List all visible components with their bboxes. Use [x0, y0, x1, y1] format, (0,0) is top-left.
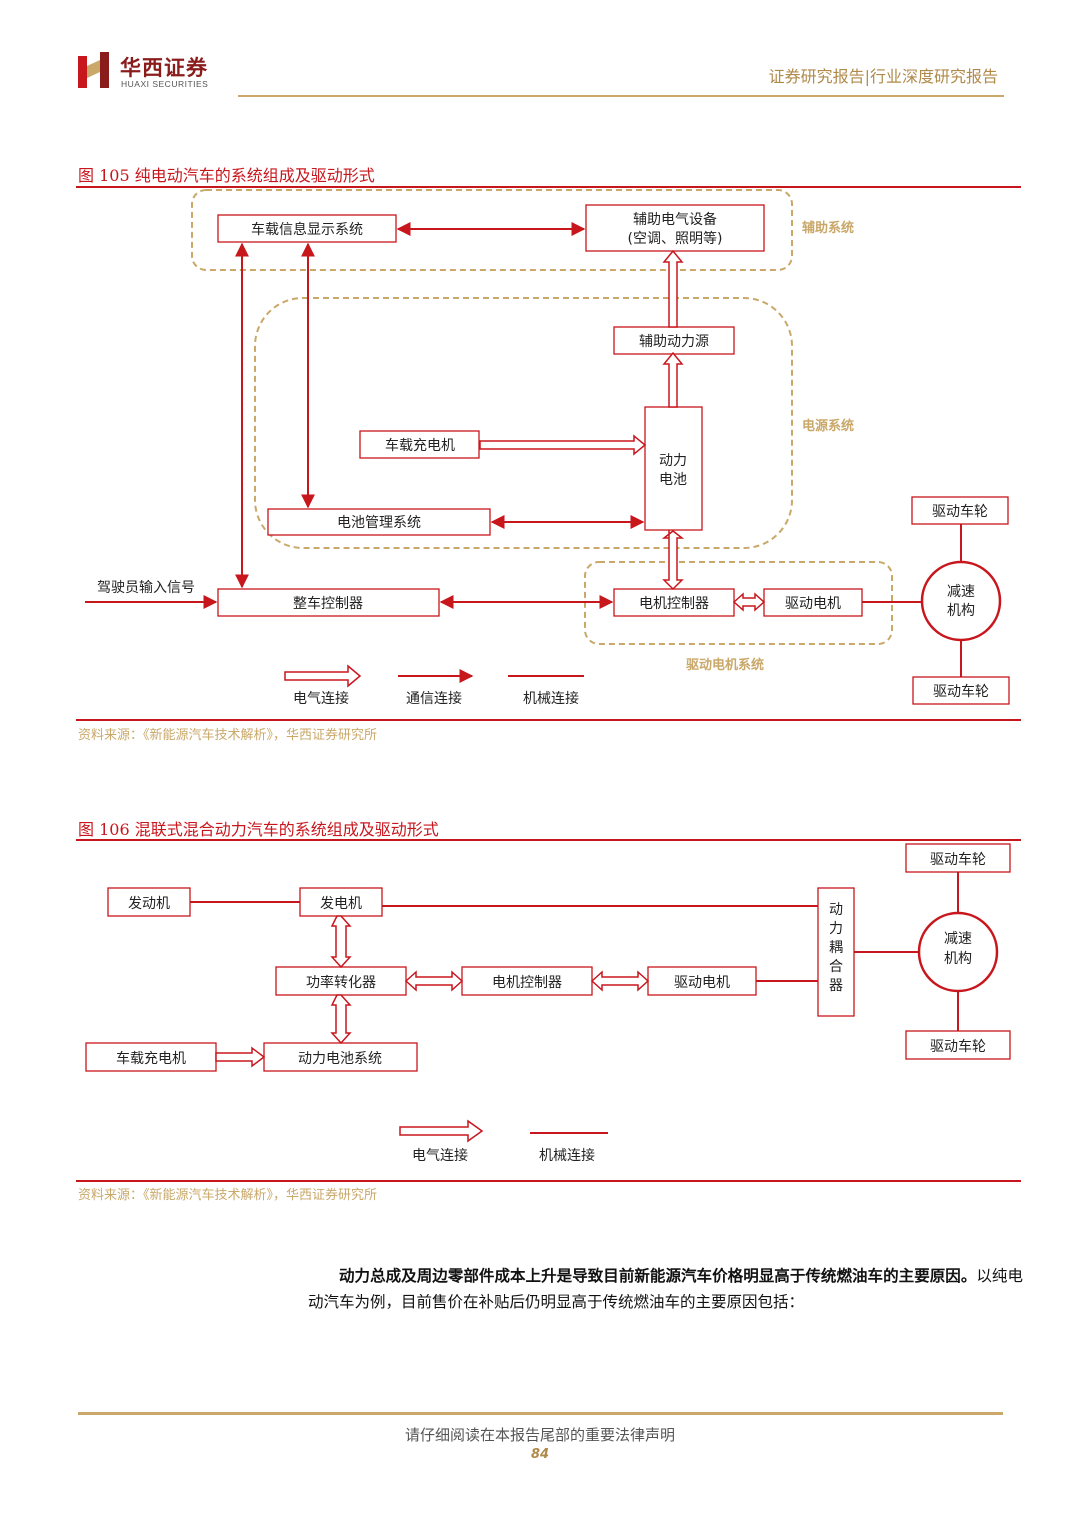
aux-equipment-label-1: 辅助电气设备 [633, 211, 717, 228]
aux-system-group [191, 189, 793, 271]
figure-105-source: 资料来源：《新能源汽车技术解析》，华西证券研究所 [78, 728, 378, 743]
aux-power-box [613, 326, 735, 355]
drive-motor-box [763, 588, 863, 617]
drive-motor-label: 驱动电机 [785, 596, 841, 612]
battery-system-box [263, 1042, 418, 1072]
reducer-label-106-2: 机构 [944, 951, 972, 967]
legend-electrical-label: 电气连接 [293, 690, 349, 707]
wheel-top-label-106: 驱动车轮 [930, 851, 986, 868]
page-number: 84 [530, 1447, 550, 1462]
legal-notice: 请仔细阅读在本报告尾部的重要法律声明 [404, 1426, 675, 1444]
charger-label-106: 车载充电机 [116, 1050, 186, 1067]
battery-box [644, 406, 703, 531]
power-converter-box [275, 966, 407, 996]
body-paragraph: 动力总成及周边零部件成本上升是导致目前新能源汽车价格明显高于传统燃油车的主要原因… [308, 1263, 1023, 1315]
power-system-label: 电源系统 [802, 418, 854, 434]
legend-communication-label: 通信连接 [406, 690, 462, 707]
engine-label: 发动机 [128, 896, 170, 912]
motorctrl-motor-electrical [732, 592, 766, 612]
figure-105-diagram: 辅助系统 电源系统 驱动电机系统 车载信息显示系统 辅助电气设备 (空调、照明等… [85, 189, 1010, 707]
driver-input-label: 驾驶员输入信号 [97, 580, 195, 596]
coupler-box [817, 887, 855, 1017]
figure-105-bottom-rule [76, 719, 1021, 721]
converter-motorctrl-electrical [404, 970, 464, 992]
motor-controller-box [613, 588, 735, 617]
logo-chinese-name: 华西证券 [120, 55, 208, 80]
charger-label: 车载充电机 [385, 437, 455, 454]
generator-converter-electrical [330, 915, 352, 969]
battery-motorctrl-electrical [661, 530, 685, 591]
battery-auxpower-electrical [662, 351, 684, 408]
aux-equipment-box [585, 204, 765, 252]
wheel-top-label: 驱动车轮 [932, 503, 988, 520]
vcu-box [217, 588, 440, 617]
bms-label: 电池管理系统 [337, 515, 421, 531]
figure-105-title: 图 105 纯电动汽车的系统组成及驱动形式 [78, 166, 375, 185]
body-bold-text: 动力总成及周边零部件成本上升是导致目前新能源汽车价格明显高于传统燃油车的主要原因… [339, 1266, 977, 1285]
battery-label-1: 动力 [659, 453, 687, 469]
drive-motor-system-label: 驱动电机系统 [686, 657, 764, 673]
display-system-label: 车载信息显示系统 [251, 221, 363, 238]
motor-controller-label-106: 电机控制器 [492, 975, 562, 991]
report-type-label: 证券研究报告|行业深度研究报告 [768, 67, 998, 86]
reducer-circle [920, 560, 1002, 642]
display-system-box [217, 214, 397, 243]
wheel-bottom-box-106 [905, 1030, 1011, 1060]
wheel-bottom-label: 驱动车轮 [933, 683, 989, 700]
footer-divider [78, 1412, 1003, 1415]
figure-105-top-rule [76, 186, 1021, 188]
engine-box [107, 887, 191, 917]
motorctrl-motor-electrical-106 [590, 970, 650, 992]
body-normal-text: 以纯电动汽车为例，目前售价在补贴后仍明显高于传统燃油车的主要原因包括： [308, 1267, 1023, 1311]
reducer-label-1: 减速 [947, 584, 975, 600]
legend-mechanical-label-106: 机械连接 [539, 1147, 595, 1164]
aux-power-label: 辅助动力源 [639, 334, 709, 350]
figure-106-diagram: 发动机 发电机 功率转化器 电机控制器 驱动电机 车载充电机 动力电池系统 减速… [85, 843, 1011, 1164]
figure-106-source: 资料来源：《新能源汽车技术解析》，华西证券研究所 [78, 1188, 378, 1203]
motor-controller-label: 电机控制器 [639, 596, 709, 612]
coupler-label: 动力耦合器 [829, 902, 843, 994]
wheel-bottom-label-106: 驱动车轮 [930, 1038, 986, 1055]
bms-box [267, 508, 491, 536]
figure-106-title: 图 106 混联式混合动力汽车的系统组成及驱动形式 [78, 820, 439, 839]
converter-battery-electrical [330, 994, 352, 1045]
logo-english-name: HUAXI SECURITIES [121, 79, 209, 89]
auxpower-equipment-electrical [662, 249, 684, 328]
legend-electrical-arrow [284, 664, 362, 688]
aux-equipment-label-2: (空调、照明等) [628, 230, 723, 247]
vcu-label: 整车控制器 [293, 595, 363, 612]
generator-box [299, 887, 383, 917]
figure-106-bottom-rule [76, 1180, 1021, 1182]
drive-motor-label-106: 驱动电机 [674, 975, 730, 991]
charger-battery-electrical-106 [215, 1046, 266, 1068]
figure-106-top-rule [76, 839, 1021, 841]
header-divider [238, 95, 1004, 97]
wheel-bottom-box [912, 676, 1010, 705]
reducer-label-2: 机构 [947, 603, 975, 619]
drive-motor-box-106 [647, 966, 757, 996]
huaxi-logo-icon [78, 52, 109, 88]
generator-label: 发电机 [320, 896, 362, 912]
legend-electrical-label-106: 电气连接 [412, 1147, 468, 1164]
charger-box [359, 430, 480, 459]
aux-system-label: 辅助系统 [802, 220, 854, 236]
power-converter-label: 功率转化器 [306, 974, 376, 991]
power-system-group [254, 297, 793, 549]
legend-electrical-arrow-106 [399, 1119, 484, 1143]
battery-system-label: 动力电池系统 [298, 1051, 382, 1067]
charger-battery-electrical [479, 434, 647, 456]
legend-mechanical-label: 机械连接 [523, 690, 579, 707]
battery-label-2: 电池 [659, 472, 687, 488]
reducer-label-106-1: 减速 [944, 931, 972, 947]
wheel-top-box-106 [905, 843, 1011, 873]
